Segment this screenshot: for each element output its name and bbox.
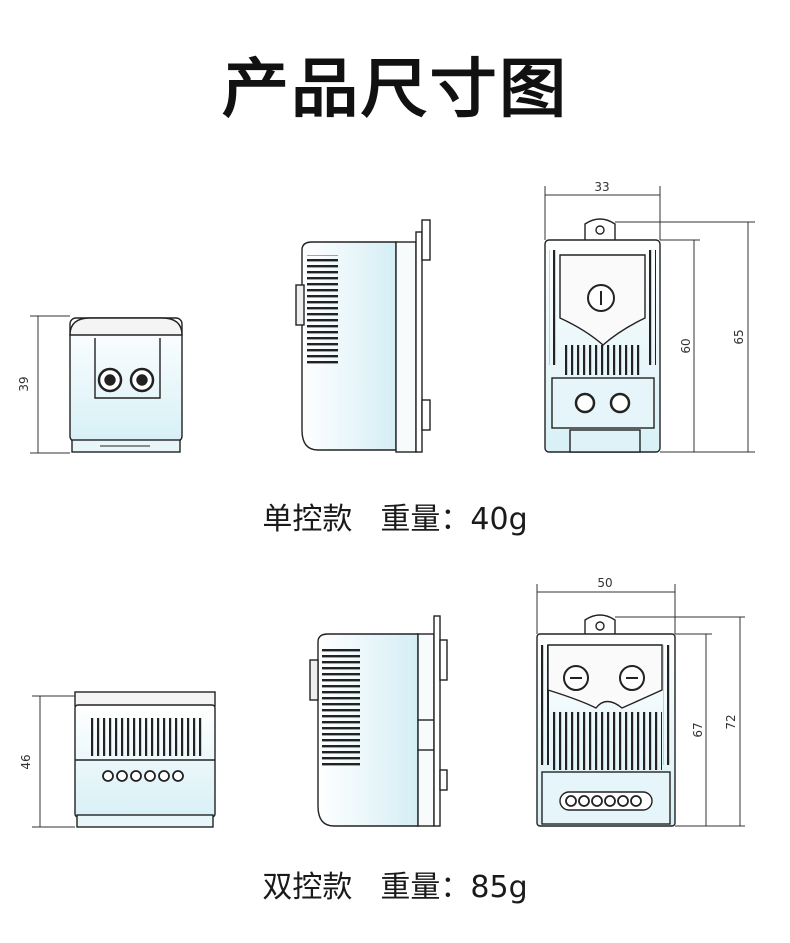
double-caption: 双控款重量：85g	[0, 862, 790, 906]
single-side-view	[295, 219, 431, 453]
single-end-view	[69, 317, 183, 453]
double-front-view	[536, 614, 676, 827]
double-model-label: 双控款	[262, 870, 353, 905]
dim-label-65: 65	[732, 329, 746, 344]
dim-label-60: 60	[679, 338, 693, 353]
dim-label-39: 39	[17, 376, 31, 391]
double-dim-lines-front	[536, 584, 745, 827]
single-model-label: 单控款	[262, 502, 353, 537]
page-title: 产品尺寸图	[221, 53, 569, 127]
dim-label-33: 33	[594, 180, 609, 194]
single-dim-height-39	[30, 315, 70, 454]
dim-label-50: 50	[597, 576, 612, 590]
dim-label-46: 46	[19, 754, 33, 769]
double-dim-height-46	[32, 695, 75, 828]
single-caption: 单控款重量：40g	[0, 494, 790, 538]
double-side-view	[309, 615, 448, 827]
double-weight-label: 重量：85g	[380, 870, 528, 905]
single-front-view	[544, 218, 661, 453]
dim-label-72: 72	[724, 714, 738, 729]
double-end-view	[74, 691, 216, 828]
single-dim-lines-front	[544, 186, 755, 453]
single-weight-label: 重量：40g	[380, 502, 528, 537]
dim-label-67: 67	[691, 722, 705, 737]
